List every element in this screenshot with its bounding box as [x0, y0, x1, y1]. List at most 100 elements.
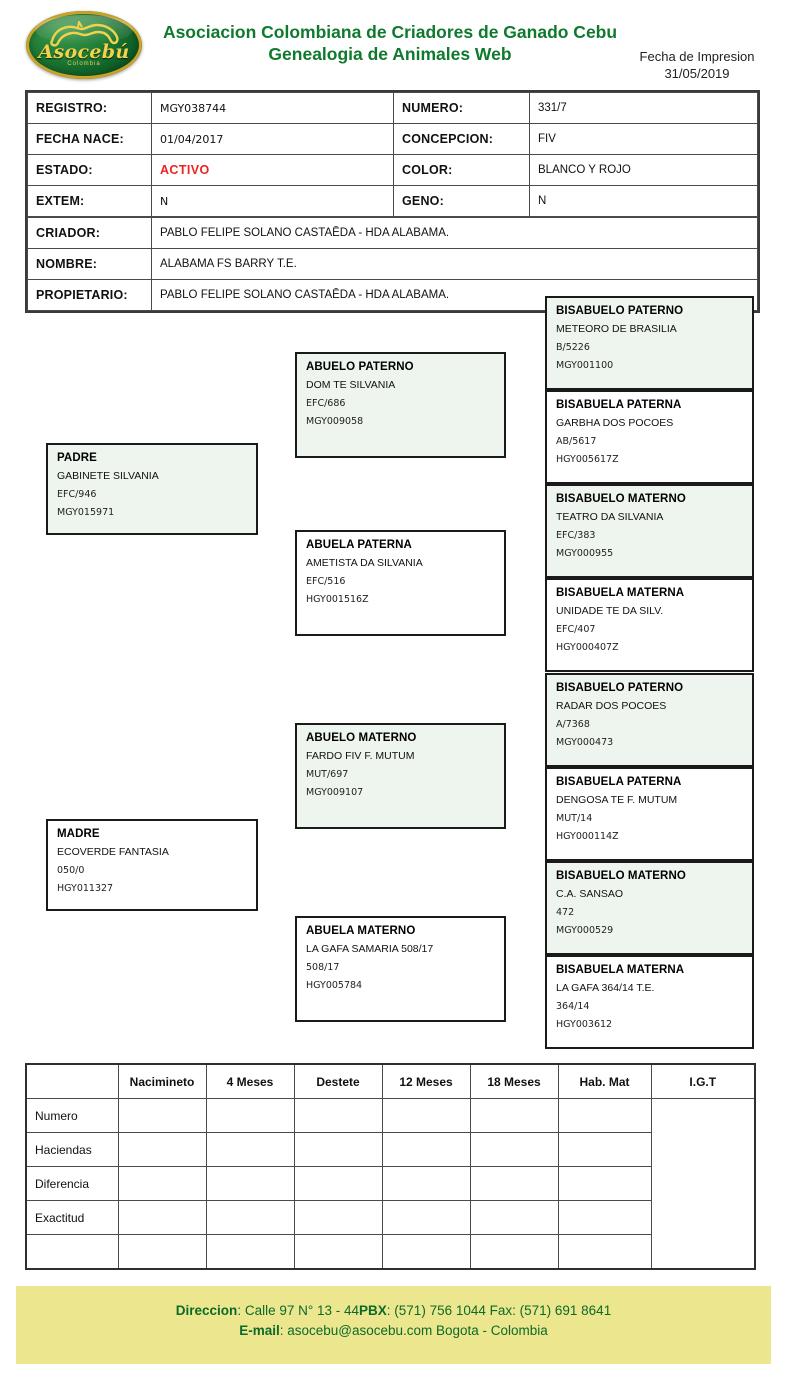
- info-row-full: CRIADOR:PABLO FELIPE SOLANO CASTAĒDA - H…: [27, 217, 758, 249]
- info-value-right: 331/7: [529, 92, 758, 124]
- perf-cell[interactable]: [381, 1098, 471, 1133]
- perf-cell[interactable]: [205, 1200, 295, 1235]
- pedigree-node-name: C.A. SANSAO: [556, 888, 624, 900]
- info-label-left: FECHA NACE:: [27, 123, 152, 155]
- page-header: Asocebú Colombia Asociacion Colombiana d…: [0, 0, 787, 88]
- pedigree-node-id: MGY001100: [556, 360, 614, 371]
- perf-col-header: 12 Meses: [381, 1063, 471, 1099]
- pedigree-node-id: MGY015971: [57, 507, 115, 518]
- info-label-right: GENO:: [393, 185, 530, 217]
- pedigree-node-role: BISABUELO MATERNO: [556, 870, 686, 882]
- perf-cell[interactable]: [117, 1200, 207, 1235]
- pedigree-node-registry: 050/0: [57, 865, 85, 876]
- perf-row: Numero: [25, 1098, 756, 1270]
- pedigree-node-name: GABINETE SILVANIA: [57, 470, 159, 482]
- pedigree-node-id: MGY000529: [556, 925, 614, 936]
- perf-cell[interactable]: [117, 1098, 207, 1133]
- pedigree-node-role: BISABUELA PATERNA: [556, 776, 682, 788]
- pedigree-node-name: FARDO FIV F. MUTUM: [306, 750, 415, 762]
- perf-cell[interactable]: [381, 1234, 471, 1270]
- perf-cell[interactable]: [293, 1200, 383, 1235]
- info-value-left: 01/04/2017: [151, 123, 394, 155]
- perf-cell[interactable]: [381, 1166, 471, 1201]
- logo-subtext: Colombia: [67, 61, 101, 67]
- pedigree-node-registry: EFC/383: [556, 530, 596, 541]
- perf-cell[interactable]: [557, 1166, 652, 1201]
- perf-cell[interactable]: [205, 1166, 295, 1201]
- pedigree-node-name: DOM TE SILVANIA: [306, 379, 396, 391]
- pedigree-node-role: MADRE: [57, 828, 100, 840]
- perf-cell[interactable]: [557, 1200, 652, 1235]
- pedigree-node-name: UNIDADE TE DA SILV.: [556, 605, 664, 617]
- pedigree-node-name: AMETISTA DA SILVANIA: [306, 557, 423, 569]
- pedigree-node-registry: EFC/686: [306, 398, 346, 409]
- perf-cell[interactable]: [293, 1234, 383, 1270]
- pedigree-node-id: HGY011327: [57, 883, 114, 894]
- pedigree-node-name: RADAR DOS POCOES: [556, 700, 667, 712]
- perf-cell[interactable]: [293, 1098, 383, 1133]
- perf-cell[interactable]: [117, 1132, 207, 1167]
- footer-email-line: E-mail: asocebu@asocebu.com Bogota - Col…: [16, 1321, 771, 1341]
- perf-cell-igt[interactable]: [650, 1098, 756, 1270]
- perf-col-header: Destete: [293, 1063, 383, 1099]
- perf-cell[interactable]: [469, 1132, 559, 1167]
- print-date-block: Fecha de Impresion 31/05/2019: [612, 48, 782, 82]
- perf-cell[interactable]: [117, 1166, 207, 1201]
- info-value-full: PABLO FELIPE SOLANO CASTAĒDA - HDA ALABA…: [151, 217, 758, 249]
- page-title: Asociacion Colombiana de Criadores de Ga…: [150, 21, 630, 65]
- pedigree-node-role: BISABUELO PATERNO: [556, 305, 684, 317]
- pedigree-node-role: ABUELO MATERNO: [306, 732, 417, 744]
- info-label-right: CONCEPCION:: [393, 123, 530, 155]
- perf-cell[interactable]: [557, 1098, 652, 1133]
- perf-cell[interactable]: [293, 1132, 383, 1167]
- title-line-2: Genealogia de Animales Web: [268, 44, 512, 64]
- pedigree-node-name: LA GAFA 364/14 T.E.: [556, 982, 655, 994]
- pedigree-node-registry: AB/5617: [556, 436, 597, 447]
- perf-cell[interactable]: [557, 1132, 652, 1167]
- info-value-full: PABLO FELIPE SOLANO CASTAĒDA - HDA ALABA…: [151, 279, 758, 311]
- pedigree-node-id: MGY000955: [556, 548, 614, 559]
- perf-cell[interactable]: [381, 1132, 471, 1167]
- perf-cell[interactable]: [469, 1166, 559, 1201]
- perf-cell[interactable]: [557, 1234, 652, 1270]
- info-label-left: ESTADO:: [27, 154, 152, 186]
- info-label-left: REGISTRO:: [27, 92, 152, 124]
- pedigree-node-name: ECOVERDE FANTASIA: [57, 846, 169, 858]
- footer-pbx-label: PBX: [359, 1303, 387, 1318]
- pedigree-node-role: BISABUELA PATERNA: [556, 399, 682, 411]
- asocebu-logo: Asocebú Colombia: [26, 11, 142, 79]
- pedigree-node-registry: 364/14: [556, 1001, 590, 1012]
- info-value-full: ALABAMA FS BARRY T.E.: [151, 248, 758, 280]
- perf-cell[interactable]: [381, 1200, 471, 1235]
- perf-cell[interactable]: [117, 1234, 207, 1270]
- perf-cell[interactable]: [469, 1200, 559, 1235]
- perf-cell[interactable]: [469, 1234, 559, 1270]
- perf-cell[interactable]: [205, 1234, 295, 1270]
- perf-row: Diferencia: [25, 1166, 755, 1201]
- pedigree-node-id: HGY001516Z: [306, 594, 369, 605]
- perf-cell[interactable]: [469, 1098, 559, 1133]
- logo-wordmark: Asocebú: [38, 41, 130, 63]
- perf-cell[interactable]: [205, 1132, 295, 1167]
- perf-cell[interactable]: [293, 1166, 383, 1201]
- info-value-right: FIV: [529, 123, 758, 155]
- pedigree-node-role: PADRE: [57, 452, 97, 464]
- info-label-left: EXTEM:: [27, 185, 152, 217]
- footer-email-label: E-mail: [239, 1323, 280, 1338]
- perf-cell[interactable]: [205, 1098, 295, 1133]
- perf-col-header: 18 Meses: [469, 1063, 559, 1099]
- info-label-right: COLOR:: [393, 154, 530, 186]
- info-label-right: NUMERO:: [393, 92, 530, 124]
- pedigree-node-role: ABUELA MATERNO: [306, 925, 416, 937]
- pedigree-node-registry: EFC/946: [57, 489, 97, 500]
